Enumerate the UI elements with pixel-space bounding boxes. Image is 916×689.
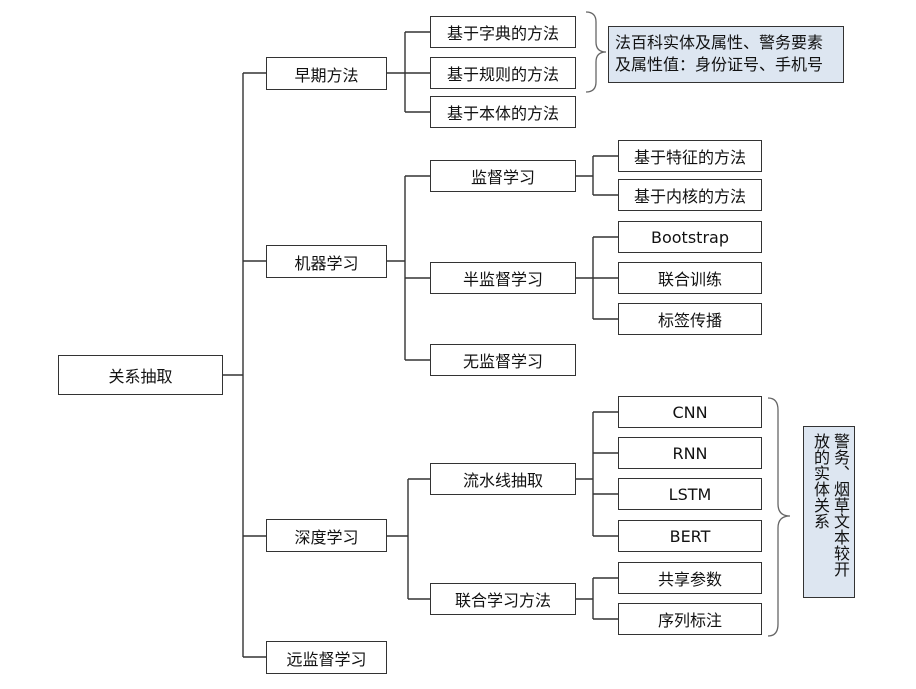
node-kernel-method: 基于内核的方法 — [618, 179, 762, 211]
node-ontology-method: 基于本体的方法 — [430, 96, 576, 128]
node-co-training: 联合训练 — [618, 262, 762, 294]
note-dl-col2: 放的实体关系 — [811, 433, 830, 529]
node-cnn: CNN — [618, 396, 762, 428]
root-node: 关系抽取 — [58, 355, 223, 395]
note-early-line2: 及属性值：身份证号、手机号 — [615, 55, 824, 74]
node-distant-supervision: 远监督学习 — [266, 641, 387, 674]
node-rule-method: 基于规则的方法 — [430, 57, 576, 89]
node-unsupervised: 无监督学习 — [430, 344, 576, 376]
node-rnn: RNN — [618, 437, 762, 469]
node-early-methods: 早期方法 — [266, 57, 387, 90]
note-early-methods: 法百科实体及属性、警务要素 及属性值：身份证号、手机号 — [608, 26, 844, 83]
note-deep-learning: 警务、烟草文本较开 放的实体关系 — [803, 426, 855, 598]
note-early-line1: 法百科实体及属性、警务要素 — [615, 33, 824, 52]
node-label-propagation: 标签传播 — [618, 303, 762, 335]
node-pipeline-extraction: 流水线抽取 — [430, 463, 576, 495]
brace-deep — [767, 397, 791, 637]
node-bootstrap: Bootstrap — [618, 221, 762, 253]
node-deep-learning: 深度学习 — [266, 519, 387, 552]
node-supervised: 监督学习 — [430, 160, 576, 192]
node-semi-supervised: 半监督学习 — [430, 262, 576, 294]
node-joint-learning: 联合学习方法 — [430, 583, 576, 615]
node-machine-learning: 机器学习 — [266, 245, 387, 278]
node-sequence-labeling: 序列标注 — [618, 603, 762, 635]
node-feature-method: 基于特征的方法 — [618, 140, 762, 172]
node-dictionary-method: 基于字典的方法 — [430, 16, 576, 48]
node-lstm: LSTM — [618, 478, 762, 510]
node-shared-parameters: 共享参数 — [618, 562, 762, 594]
note-dl-col1: 警务、烟草文本较开 — [831, 433, 850, 577]
node-bert: BERT — [618, 520, 762, 552]
brace-early — [585, 11, 607, 93]
